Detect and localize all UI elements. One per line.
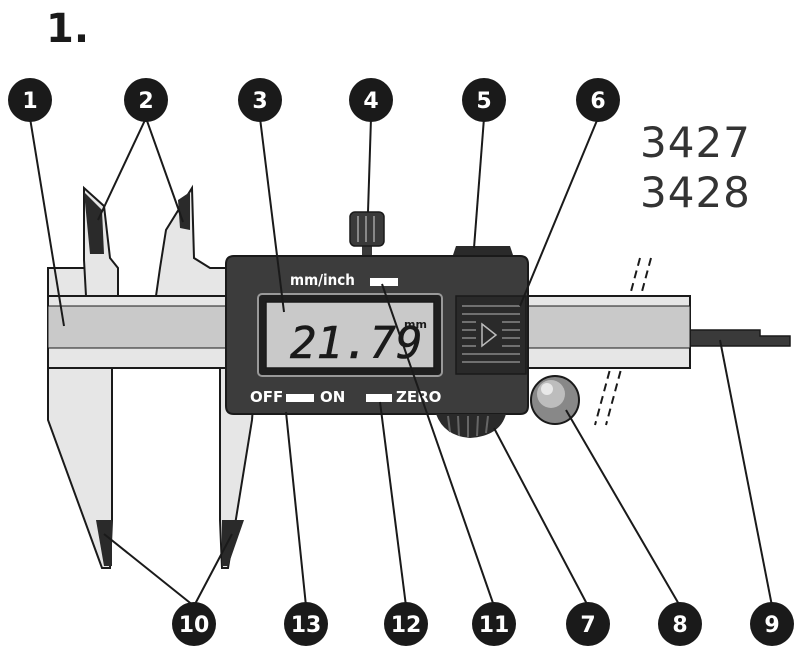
lcd-reading: 21.79 bbox=[290, 318, 422, 369]
break-marks bbox=[594, 257, 652, 426]
leader-lines bbox=[29, 117, 773, 607]
callout-8: 8 bbox=[672, 613, 687, 638]
lock-screw bbox=[349, 211, 385, 260]
callout-13: 13 bbox=[291, 613, 322, 638]
unit-button[interactable] bbox=[370, 278, 398, 286]
callout-6: 6 bbox=[590, 89, 605, 114]
callout-markers bbox=[8, 78, 794, 646]
sliding-outer-jaw-tip bbox=[222, 520, 244, 566]
fine-adjust-wheel bbox=[436, 414, 506, 438]
sliding-inner-jaw-tip bbox=[178, 192, 190, 230]
power-button[interactable] bbox=[286, 394, 314, 402]
power-on-label: ON bbox=[320, 388, 345, 406]
callout-7: 7 bbox=[580, 613, 595, 638]
depth-rod bbox=[689, 329, 791, 347]
lcd-screen bbox=[265, 301, 435, 369]
callout-9: 9 bbox=[764, 613, 779, 638]
thumb-roller bbox=[530, 375, 580, 425]
zero-button[interactable] bbox=[366, 394, 392, 402]
power-off-label: OFF bbox=[250, 388, 283, 406]
callout-4: 4 bbox=[363, 89, 378, 114]
zero-label: ZERO bbox=[396, 388, 441, 406]
callout-3: 3 bbox=[252, 89, 267, 114]
data-output-port bbox=[455, 295, 527, 375]
callout-10: 10 bbox=[179, 613, 210, 638]
model-number-2: 3428 bbox=[640, 168, 751, 217]
lcd-unit: mm bbox=[404, 318, 427, 331]
fixed-outer-jaw-tip bbox=[96, 520, 112, 566]
sliding-inner-jaw bbox=[154, 184, 229, 297]
callout-1: 1 bbox=[22, 89, 37, 114]
model-number-1: 3427 bbox=[640, 118, 751, 167]
unit-button-label: mm/inch bbox=[290, 271, 355, 289]
figure-number: 1. bbox=[46, 6, 90, 52]
callout-12: 12 bbox=[391, 613, 422, 638]
fixed-inner-jaw-tip bbox=[84, 192, 104, 254]
callout-11: 11 bbox=[479, 613, 510, 638]
callout-5: 5 bbox=[476, 89, 491, 114]
callout-2: 2 bbox=[138, 89, 153, 114]
